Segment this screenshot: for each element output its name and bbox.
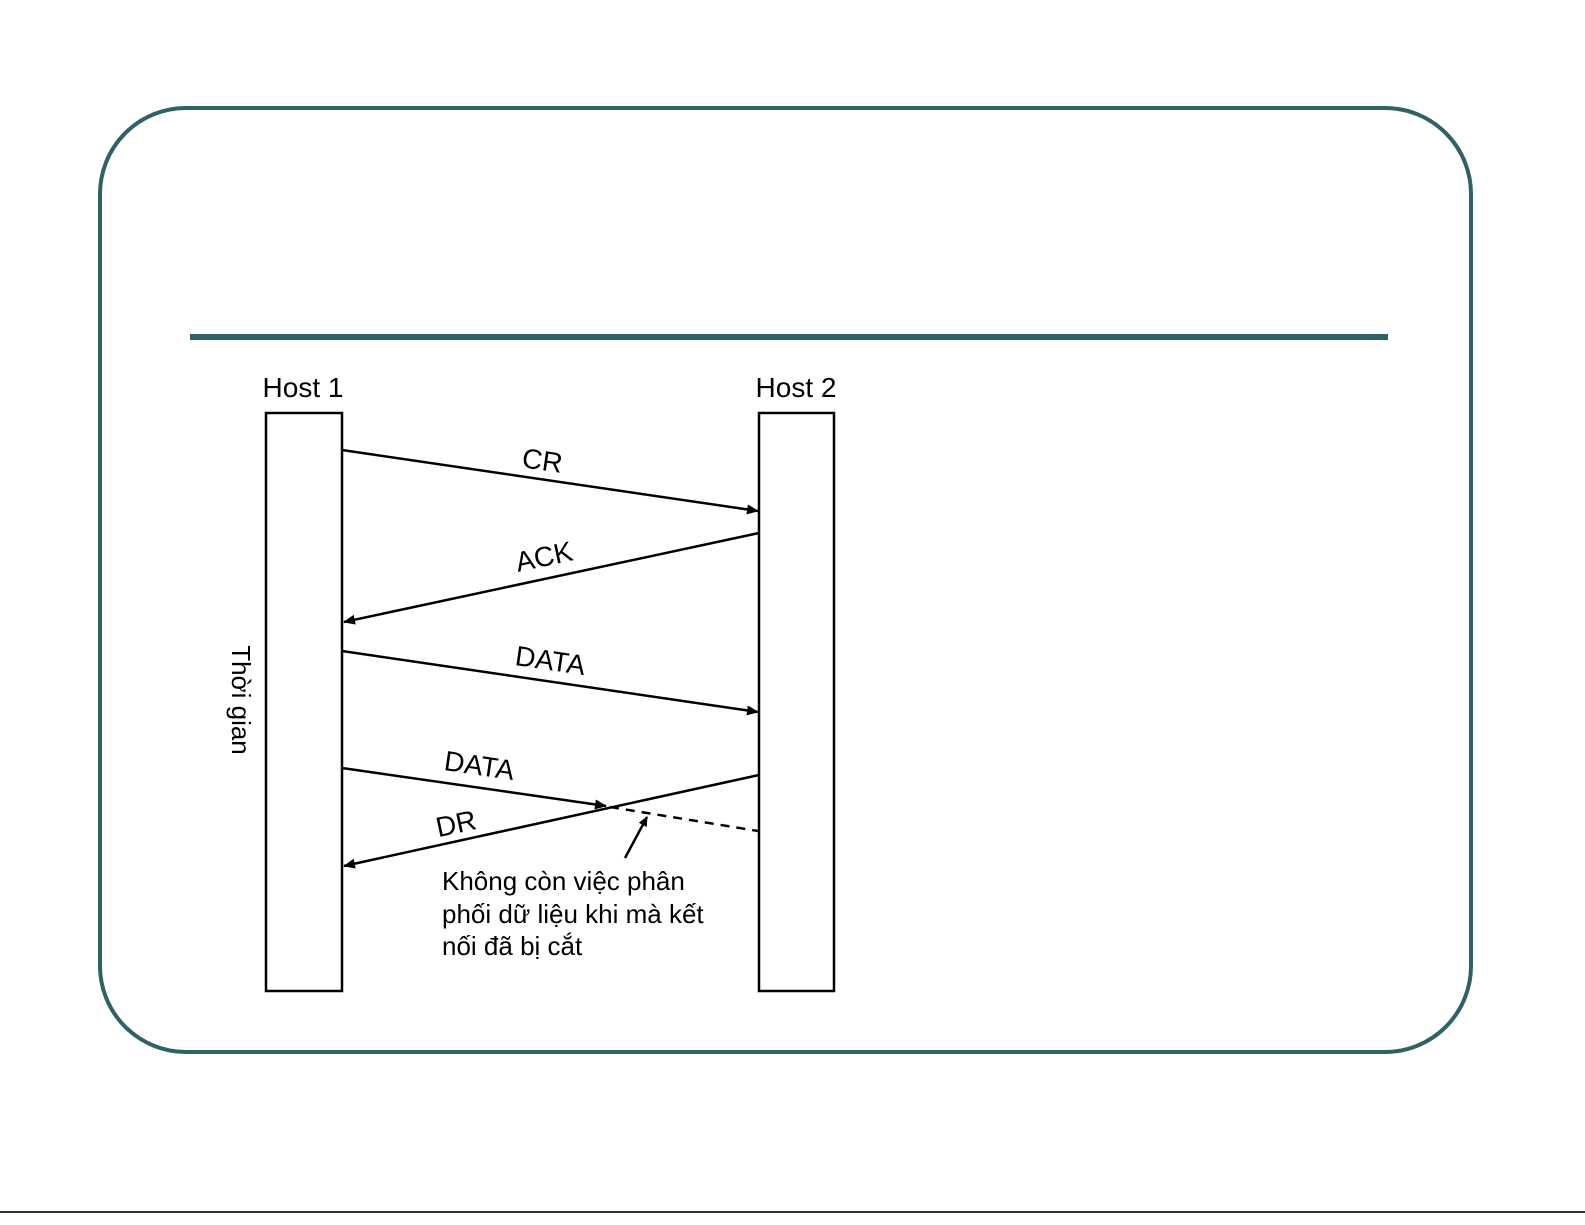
ack-label: ACK bbox=[513, 535, 576, 577]
host1-timeline bbox=[266, 413, 342, 991]
annotation-line-1: Không còn việc phân bbox=[442, 866, 685, 896]
host2-timeline bbox=[759, 413, 834, 991]
time-axis-label: Thời gian bbox=[226, 645, 256, 755]
annotation-line-3: nối đã bị cắt bbox=[442, 931, 583, 961]
host2-label: Host 2 bbox=[756, 372, 837, 403]
annotation-pointer-arrow bbox=[625, 817, 647, 858]
host1-label: Host 1 bbox=[263, 372, 344, 403]
bottom-edge-line bbox=[0, 1211, 1585, 1213]
data-arrow-2-undelivered bbox=[610, 807, 758, 831]
data-label-2: DATA bbox=[442, 745, 517, 786]
data-label-1: DATA bbox=[513, 640, 588, 681]
cr-label: CR bbox=[520, 442, 565, 479]
annotation-line-2: phối dữ liệu khi mà kết bbox=[442, 899, 704, 929]
